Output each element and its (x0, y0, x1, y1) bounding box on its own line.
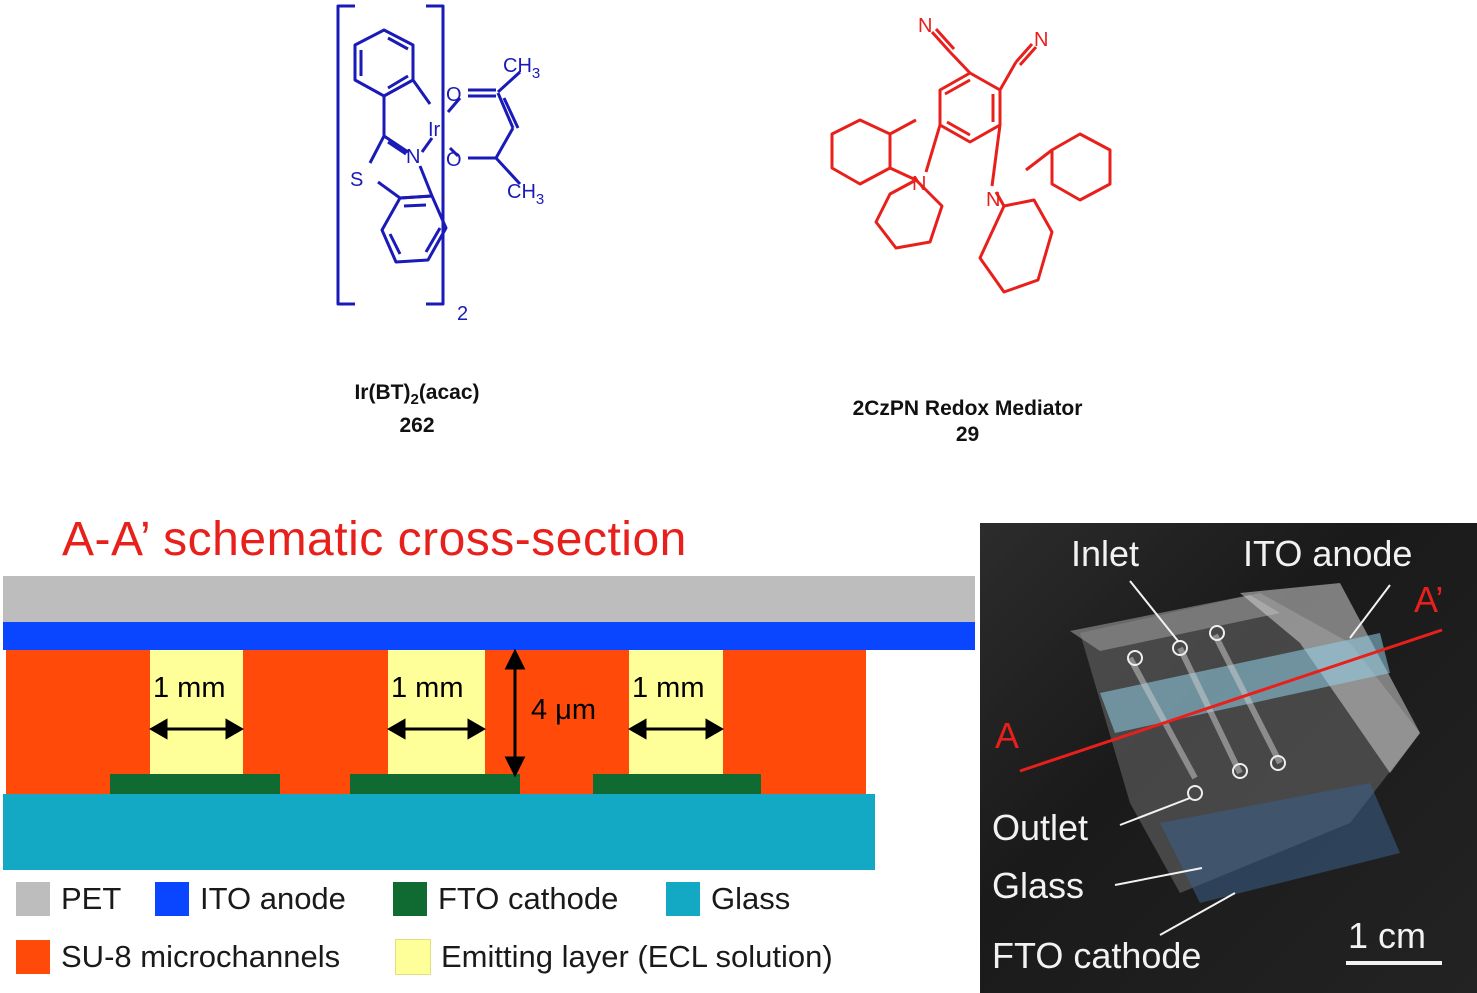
legend-ito-anode: ITO anode (155, 881, 346, 916)
width-label-3: 1 mm (632, 672, 705, 704)
legend-glass: Glass (666, 881, 791, 916)
legend-label: FTO cathode (438, 881, 619, 916)
fto-cathode-2 (350, 774, 520, 794)
fto-cathode-1 (110, 774, 280, 794)
glass-layer (3, 794, 875, 870)
s-atom-label: S (350, 169, 363, 191)
ir-complex-structure: Ir N S O O CH3 CH3 2 (336, 4, 544, 325)
photo-label-inlet: Inlet (1071, 533, 1140, 574)
device-illustration (1019, 580, 1443, 965)
legend-label: SU-8 microchannels (61, 939, 341, 974)
photo-label-ito-anode: ITO anode (1243, 533, 1413, 574)
ir-caption-prefix: Ir(BT) (354, 381, 411, 404)
emitting-channel-3 (629, 650, 723, 774)
scale-bar-label: 1 cm (1348, 915, 1427, 956)
legend-pet: PET (16, 881, 122, 916)
legend-swatch (393, 882, 427, 916)
nitrile-n-left: N (918, 15, 932, 37)
legend-swatch (16, 940, 50, 974)
czpn-structure: N N N N (830, 15, 1112, 294)
legend-swatch (16, 882, 50, 916)
o-bottom-atom-label: O (446, 149, 462, 171)
legend-label: Emitting layer (ECL solution) (441, 939, 833, 974)
czpn-caption-text: 2CzPN Redox Mediator (852, 397, 1083, 420)
legend-emitting-layer: Emitting layer (ECL solution) (395, 939, 833, 975)
czpn-caption: 2CzPN Redox Mediator 29 (790, 396, 1145, 448)
emitting-channel-2 (388, 650, 485, 774)
width-label-2: 1 mm (391, 672, 464, 704)
height-label: 4 μm (531, 694, 597, 726)
legend-swatch (666, 882, 700, 916)
photo-label-a: A (995, 715, 1020, 756)
legend-su8: SU-8 microchannels (16, 939, 341, 974)
legend-fto-cathode: FTO cathode (393, 881, 619, 916)
legend-label: ITO anode (200, 881, 346, 916)
ir-caption-subscript: 2 (410, 391, 419, 409)
carbazole-n-left: N (912, 173, 926, 195)
ito-anode-layer (3, 622, 975, 650)
fto-cathode-3 (593, 774, 761, 794)
o-top-atom-label: O (446, 84, 462, 106)
dimension-arrows (148, 648, 725, 778)
carbazole-n-right: N (986, 189, 1000, 211)
photo-label-fto-cathode: FTO cathode (992, 935, 1202, 976)
czpn-number: 29 (955, 423, 980, 446)
cross-section-title: A-A’ schematic cross-section (62, 513, 687, 566)
legend-swatch (395, 939, 431, 975)
legend-swatch (155, 882, 189, 916)
pet-layer (3, 576, 975, 622)
width-label-1: 1 mm (153, 672, 226, 704)
ch3-top-label: CH3 (503, 55, 540, 82)
photo-label-outlet: Outlet (992, 807, 1089, 848)
legend-label: Glass (711, 881, 791, 916)
ir-atom-label: Ir (428, 119, 441, 141)
n-atom-label: N (406, 146, 420, 168)
device-photo: Inlet ITO anode A’ A Outlet Glass FTO ca… (980, 523, 1477, 993)
photo-label-a-prime: A’ (1414, 579, 1444, 620)
photo-label-glass: Glass (992, 865, 1085, 906)
ir-caption-suffix: (acac) (418, 381, 480, 404)
ir-complex-caption: Ir(BT)2(acac) 262 (300, 380, 534, 439)
ch3-bottom-label: CH3 (507, 181, 544, 208)
legend-label: PET (61, 881, 122, 916)
ir-complex-number: 262 (399, 414, 435, 438)
nitrile-n-right: N (1034, 29, 1048, 51)
bracket-subscript: 2 (457, 303, 468, 325)
emitting-channel-1 (150, 650, 243, 774)
